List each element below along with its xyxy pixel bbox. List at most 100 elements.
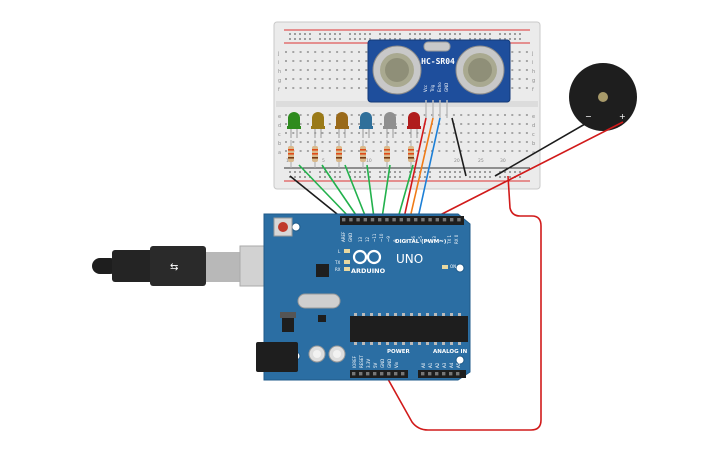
header-hole: [385, 218, 389, 222]
breadboard-hole: [387, 141, 390, 143]
row-letter: j: [277, 51, 279, 57]
tx-led: [344, 260, 350, 264]
breadboard-hole: [339, 176, 341, 178]
breadboard-hole: [409, 38, 411, 40]
breadboard-hole: [416, 141, 419, 143]
breadboard-hole: [328, 78, 331, 80]
capacitor-icon: [308, 345, 326, 363]
breadboard-hole: [445, 141, 448, 143]
led-1[interactable]: [287, 112, 301, 138]
breadboard-hole: [401, 141, 404, 143]
breadboard-hole: [525, 123, 528, 125]
breadboard-hole: [324, 33, 326, 35]
header-hole: [428, 218, 432, 222]
breadboard-hole: [504, 114, 506, 116]
breadboard-hole: [518, 78, 521, 80]
analog-pin-label: A5: [456, 362, 461, 368]
breadboard-hole: [343, 132, 346, 134]
breadboard-hole: [285, 87, 287, 89]
resistor-4[interactable]: [360, 140, 366, 168]
led-2[interactable]: [311, 112, 325, 138]
breadboard-hole: [314, 87, 317, 89]
arduino-uno-board[interactable]: AREF GND 13 12 ~11 ~10 ~9 8 7 ~6 ~5 4 ~3…: [256, 213, 471, 381]
led-4[interactable]: [359, 112, 373, 138]
breadboard-hole: [431, 141, 433, 143]
header-hole: [442, 372, 446, 376]
column-number: 20: [454, 158, 460, 164]
breadboard-hole: [319, 176, 321, 178]
breadboard-hole: [394, 114, 397, 116]
resistor-1[interactable]: [288, 140, 294, 168]
resistor-6[interactable]: [408, 140, 414, 168]
led-5[interactable]: [383, 112, 397, 138]
breadboard-hole: [511, 123, 514, 125]
breadboard-hole: [416, 150, 419, 152]
breadboard-hole: [525, 114, 528, 116]
breadboard-hole: [358, 114, 360, 116]
piezo-buzzer[interactable]: − +: [569, 63, 637, 131]
led-3[interactable]: [335, 112, 349, 138]
resistor-2[interactable]: [312, 140, 318, 168]
breadboard-hole: [292, 78, 295, 80]
breadboard-hole: [358, 132, 360, 134]
breadboard-hole: [454, 171, 456, 173]
breadboard-hole: [334, 171, 336, 173]
breadboard-hole: [343, 69, 346, 71]
breadboard-hole: [474, 123, 477, 125]
sensor-pins[interactable]: [425, 100, 448, 118]
breadboard-hole: [444, 38, 446, 40]
breadboard-hole: [511, 87, 514, 89]
breadboard-hole: [452, 141, 455, 143]
breadboard-hole: [525, 87, 528, 89]
breadboard-hole: [285, 60, 287, 62]
usb-chip: [316, 264, 329, 277]
breadboard-hole: [372, 123, 375, 125]
breadboard-hole: [394, 150, 397, 152]
power-pin-label: GND: [387, 359, 392, 368]
breadboard-hole: [358, 123, 360, 125]
column-number: 25: [478, 158, 484, 164]
header-hole: [450, 218, 454, 222]
breadboard-hole: [525, 78, 528, 80]
breadboard-hole: [329, 171, 331, 173]
breadboard-hole: [350, 123, 353, 125]
breadboard-hole: [519, 171, 521, 173]
digital-pin-label: 12: [365, 236, 370, 242]
digital-pin-label: 8: [393, 239, 398, 242]
power-jack[interactable]: [256, 342, 298, 372]
breadboard-hole: [324, 176, 326, 178]
breadboard-hole: [364, 171, 366, 173]
breadboard-hole: [372, 141, 375, 143]
breadboard-hole: [306, 132, 309, 134]
breadboard-hole: [329, 33, 331, 35]
column-number: 1: [286, 158, 289, 164]
header-hole: [449, 372, 453, 376]
breadboard-hole: [306, 150, 309, 152]
breadboard-hole: [387, 132, 390, 134]
breadboard-hole: [350, 87, 353, 89]
breadboard-hole: [482, 141, 485, 143]
breadboard-hole: [358, 69, 360, 71]
reset-button[interactable]: [273, 217, 293, 237]
resistor-3[interactable]: [336, 140, 342, 168]
resistor-5[interactable]: [384, 140, 390, 168]
row-letter: f: [532, 87, 534, 93]
header-hole: [401, 372, 405, 376]
breadboard-hole: [401, 114, 404, 116]
breadboard-hole: [358, 60, 360, 62]
header-hole: [421, 372, 425, 376]
breadboard-hole: [299, 114, 302, 116]
power-pin-label: 5V: [373, 362, 378, 368]
ultrasonic-sensor[interactable]: HC-SR04 Vcc Trig Echo GND: [367, 39, 511, 118]
led-6[interactable]: [407, 112, 421, 138]
breadboard-hole: [324, 171, 326, 173]
breadboard-hole: [469, 171, 471, 173]
breadboard-hole: [306, 51, 309, 53]
breadboard-hole: [504, 38, 506, 40]
digital-pin-label: ~11: [372, 233, 377, 242]
breadboard-hole: [319, 38, 321, 40]
breadboard-hole: [285, 78, 287, 80]
breadboard-hole: [359, 171, 361, 173]
power-header[interactable]: [350, 370, 408, 378]
breadboard-hole: [489, 33, 491, 35]
